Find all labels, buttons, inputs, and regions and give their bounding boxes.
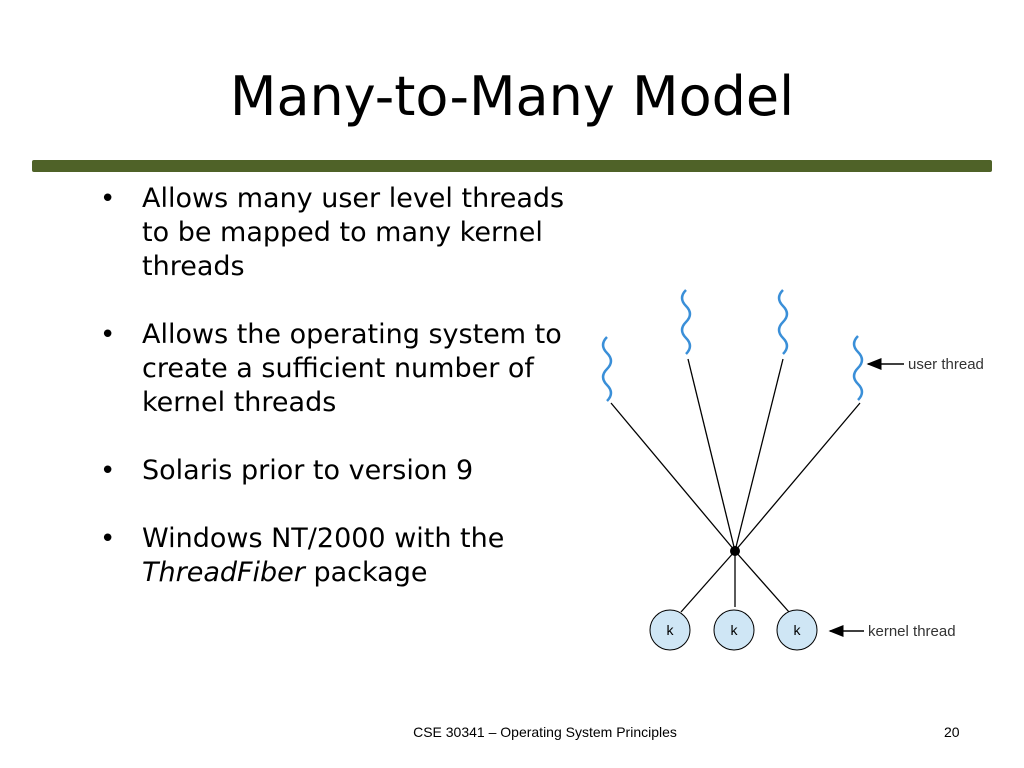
kernel-mapping-line xyxy=(734,550,790,613)
bullet-text-end: package xyxy=(304,557,428,588)
bullet-dot: • xyxy=(100,524,116,554)
user-mapping-line xyxy=(610,402,736,552)
kernel-node-label: k xyxy=(667,622,675,638)
user-thread-squiggle xyxy=(777,289,789,355)
title-divider xyxy=(32,160,992,172)
slide-title: Many-to-Many Model xyxy=(229,65,795,128)
kernel-thread-node xyxy=(776,609,818,651)
kernel-thread-node xyxy=(649,609,691,651)
mapping-hub xyxy=(730,546,740,556)
bullet-text-start: Windows NT/2000 with the xyxy=(142,523,505,554)
kernel-thread-label: kernel thread xyxy=(868,623,956,640)
user-thread-label: user thread xyxy=(908,356,984,373)
user-thread-squiggle xyxy=(601,336,613,402)
bullet-text: Allows the operating system to create a … xyxy=(142,319,562,418)
kernel-mapping-line xyxy=(680,550,736,613)
bullet-dot: • xyxy=(100,320,116,350)
bullet-item: • Solaris prior to version 9 xyxy=(100,454,570,488)
bullet-item: • Allows many user level threads to be m… xyxy=(100,182,570,284)
bullet-item: • Windows NT/2000 with the ThreadFiber p… xyxy=(100,522,570,590)
bullet-text: Solaris prior to version 9 xyxy=(142,455,474,486)
kernel-node-label: k xyxy=(794,622,802,638)
user-mapping-line xyxy=(687,358,736,552)
bullet-list: • Allows many user level threads to be m… xyxy=(100,182,570,624)
user-mapping-line xyxy=(734,358,784,552)
bullet-dot: • xyxy=(100,184,116,214)
bullet-item: • Allows the operating system to create … xyxy=(100,318,570,420)
footer-course: CSE 30341 – Operating System Principles xyxy=(413,724,677,740)
slide-number: 20 xyxy=(944,724,960,740)
bullet-text: Allows many user level threads to be map… xyxy=(142,183,565,282)
kernel-thread-node xyxy=(713,609,755,651)
many-to-many-diagram: k k k user thread kernel thread xyxy=(601,289,984,651)
user-mapping-line xyxy=(734,402,861,552)
user-thread-squiggle xyxy=(852,335,864,401)
bullet-dot: • xyxy=(100,456,116,486)
bullet-text: Windows NT/2000 with the ThreadFiber pac… xyxy=(142,523,504,588)
user-thread-squiggle xyxy=(680,289,692,355)
kernel-node-label: k xyxy=(731,622,739,638)
bullet-text-italic: ThreadFiber xyxy=(142,557,305,588)
